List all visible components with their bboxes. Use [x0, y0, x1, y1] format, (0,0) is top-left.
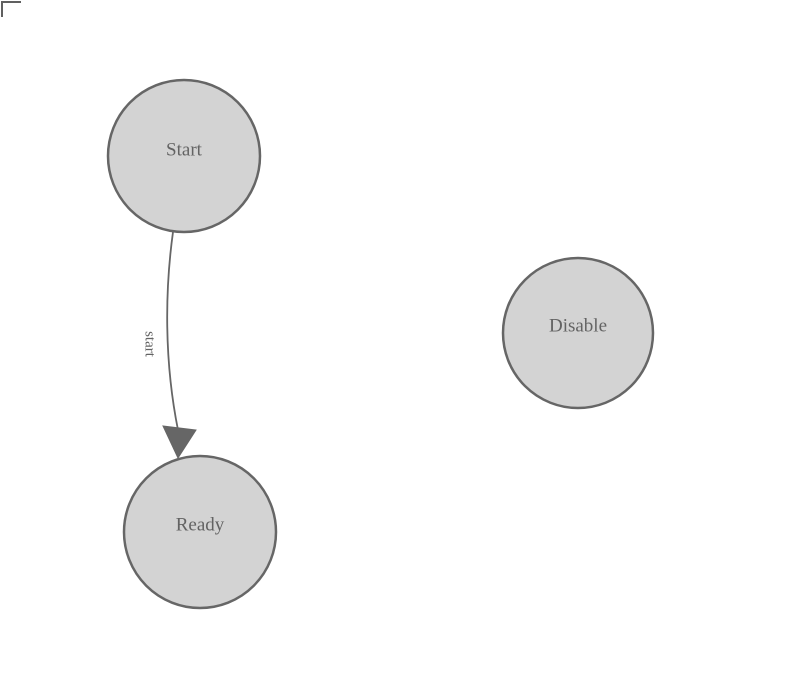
node-disable[interactable]: Disable: [501, 256, 655, 410]
node-ready-label: Ready: [176, 514, 225, 535]
edge-label-group: start: [142, 331, 158, 358]
edge-start-to-ready-line[interactable]: [166, 231, 179, 431]
edge-group: start: [142, 231, 197, 460]
edge-label-start: start: [142, 331, 158, 358]
node-disable-label: Disable: [549, 315, 607, 336]
node-ready-circle[interactable]: [122, 454, 278, 610]
edge-start-to-ready-arrowhead: [162, 425, 197, 460]
node-start-label: Start: [166, 139, 203, 160]
node-disable-circle[interactable]: [501, 256, 655, 410]
node-start-circle[interactable]: [106, 78, 262, 234]
node-ready[interactable]: Ready: [122, 454, 278, 610]
node-start[interactable]: Start: [106, 78, 262, 234]
